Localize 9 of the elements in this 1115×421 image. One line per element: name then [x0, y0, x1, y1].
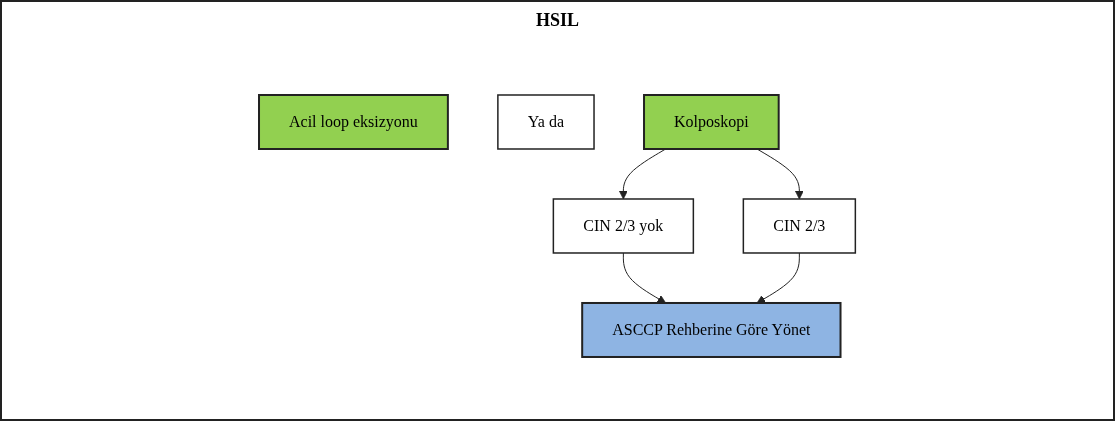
- node-box: Kolposkopi: [643, 94, 780, 150]
- diagram-title: HSIL: [536, 10, 579, 31]
- arrow: [756, 252, 801, 304]
- node-box: Acil loop eksizyonu: [258, 94, 450, 150]
- node-box: CIN 2/3 yok: [552, 198, 695, 254]
- arrow: [623, 252, 667, 304]
- node-box: Ya da: [497, 94, 596, 150]
- node-box: CIN 2/3: [742, 198, 857, 254]
- node-box: ASCCP Rehberine Göre Yönet: [581, 302, 842, 358]
